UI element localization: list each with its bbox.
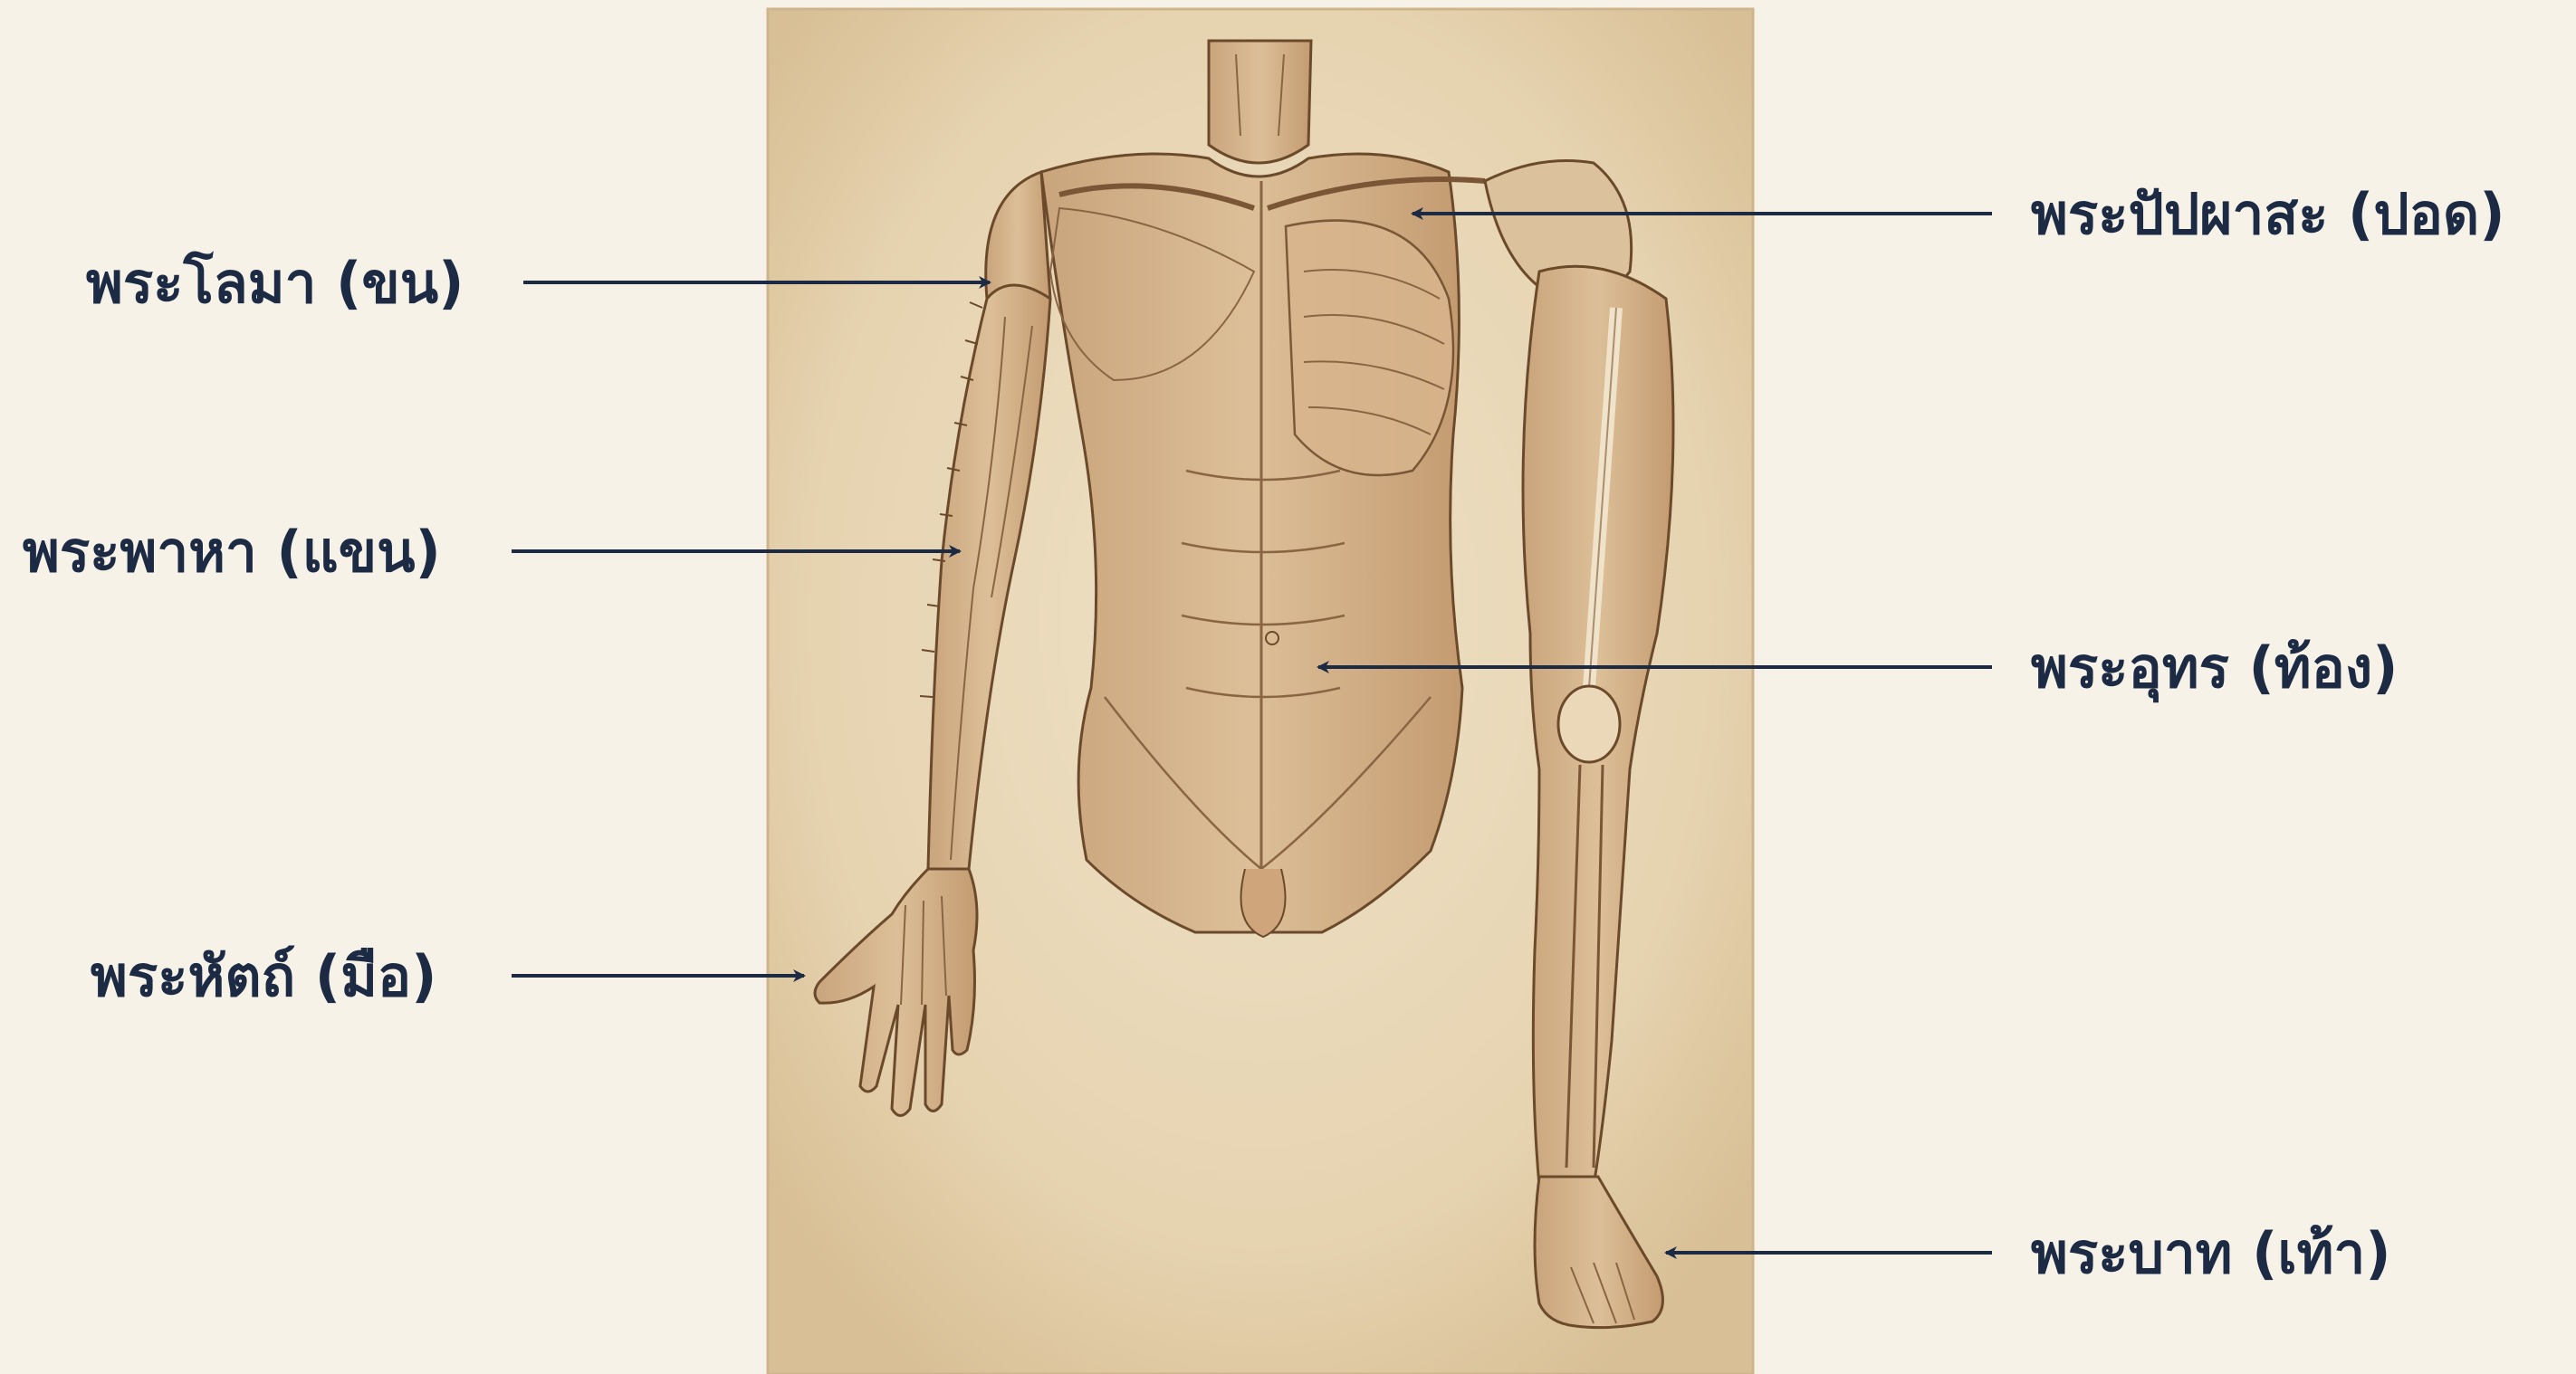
label-lung: พระปัปผาสะ (ปอด) xyxy=(2031,181,2505,247)
label-hair: พระโลมา (ขน) xyxy=(86,250,464,316)
label-foot: พระบาท (เท้า) xyxy=(2031,1220,2391,1286)
label-arm: พระพาหา (แขน) xyxy=(23,519,441,585)
label-hand: พระหัตถ์ (มือ) xyxy=(91,943,437,1009)
knee xyxy=(1558,686,1620,762)
label-belly: พระอุทร (ท้อง) xyxy=(2031,635,2399,702)
neck xyxy=(1209,41,1311,163)
